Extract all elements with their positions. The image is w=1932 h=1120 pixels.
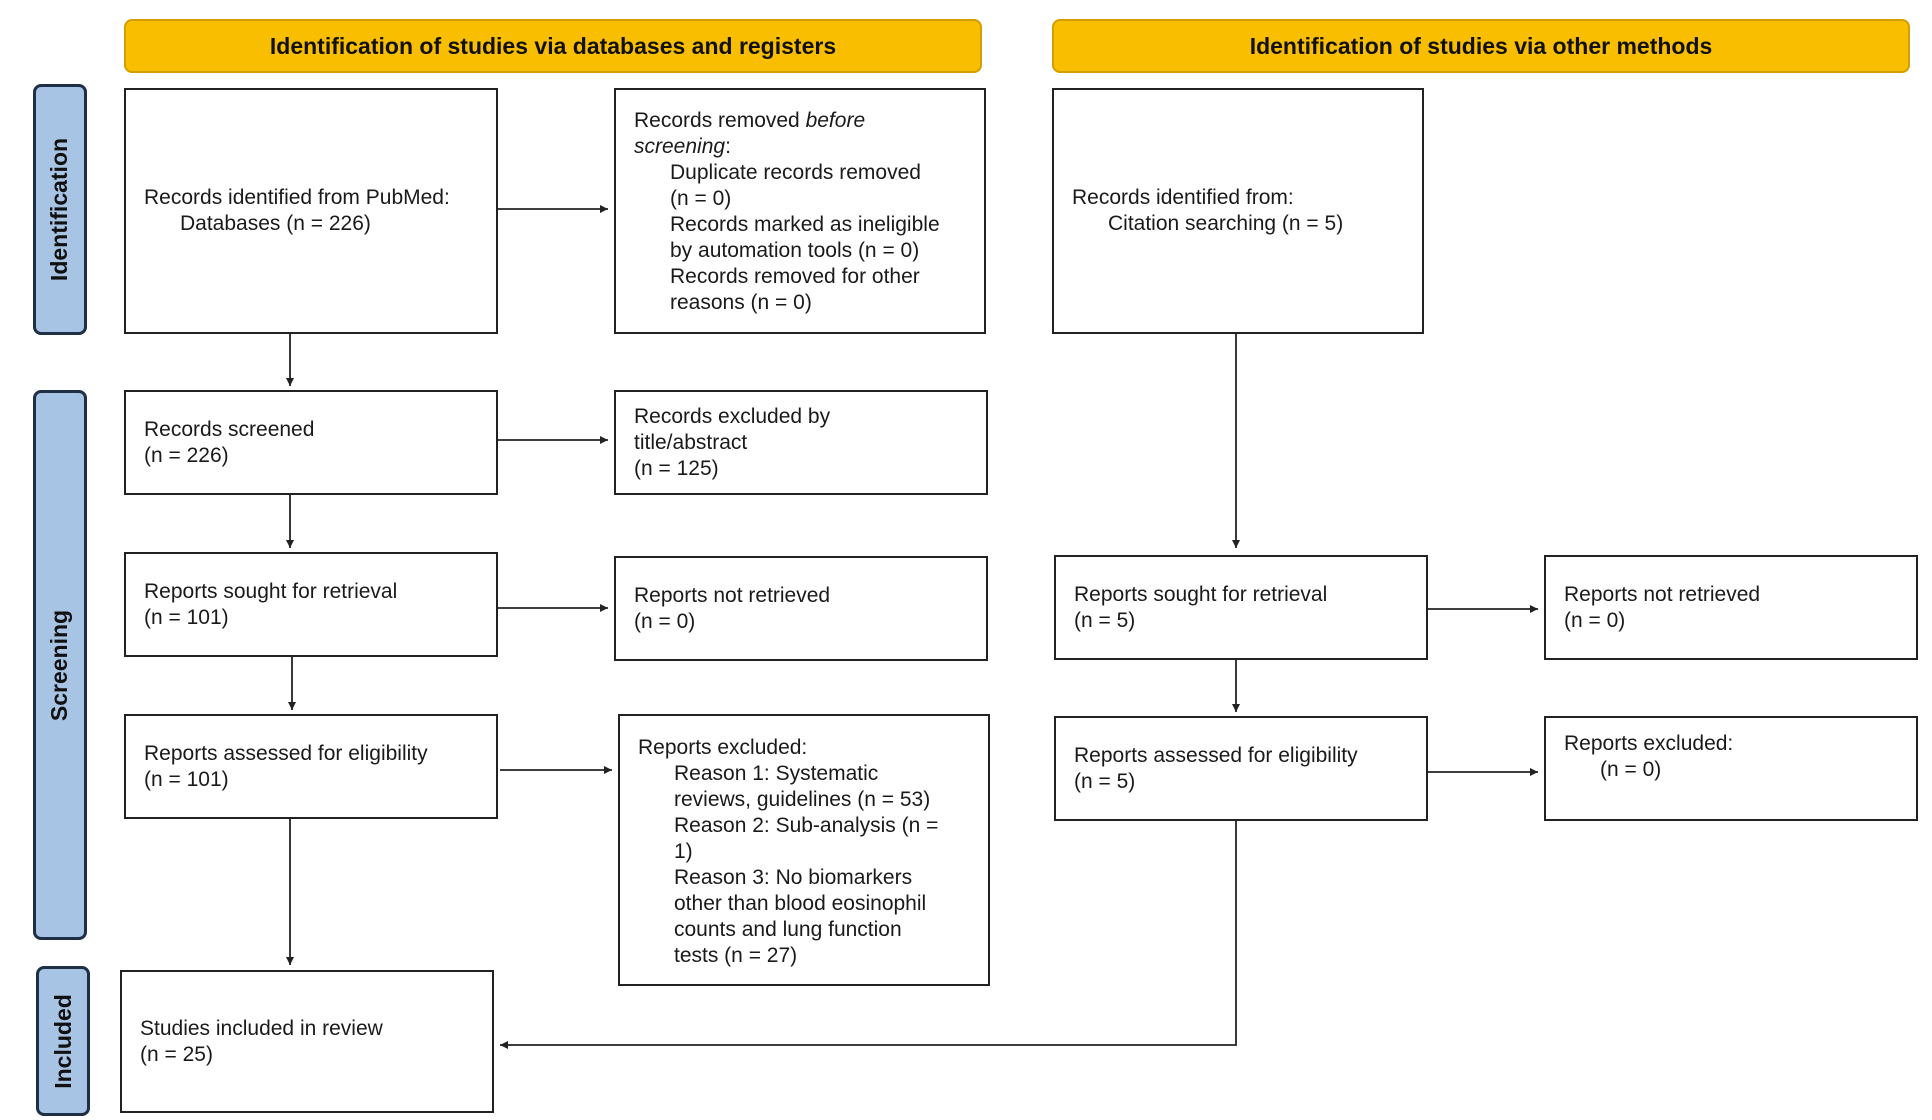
text-line: Records identified from PubMed: [144,186,450,209]
box-reports-assessed: Reports assessed for eligibility (n = 10… [124,714,498,819]
text-line: screening: [634,134,966,160]
text-line: Studies included in review [140,1016,383,1040]
text-line: (n = 5) [1074,608,1136,632]
text-line: Records identified from: [1072,186,1294,209]
box-other-reports-excluded: Reports excluded: (n = 0) [1544,716,1918,821]
text-emphasis: screening [634,135,726,158]
text-line: Records excluded by [634,404,831,428]
phase-included: Included [36,966,90,1116]
text-line: (n = 0) [1564,608,1626,632]
text-segment: Records removed [634,109,806,132]
text-line: Reports sought for retrieval [1074,582,1328,606]
text-line: reasons (n = 0) [670,291,812,314]
text-line: tests (n = 27) [674,944,798,967]
text-line: Records removed for other [670,265,920,288]
arrow-other-assessed-to-included [500,821,1237,1049]
text-line: (n = 101) [144,767,229,791]
text-line: Reason 2: Sub-analysis (n = [674,814,939,837]
text-line: Reports not retrieved [1564,582,1761,606]
text-line: (n = 226) [144,443,229,467]
phase-screening: Screening [33,390,87,940]
text-line: Reports excluded: [1564,732,1734,755]
text-segment: : [725,135,731,158]
box-other-reports-assessed: Reports assessed for eligibility (n = 5) [1054,716,1428,821]
text-line: Citation searching (n = 5) [1108,212,1344,235]
text-line: Reason 1: Systematic [674,762,879,785]
text-line: (n = 101) [144,605,229,629]
text-line: other than blood eosinophil [674,892,927,915]
text-line: reviews, guidelines (n = 53) [674,788,931,811]
text-line: counts and lung function [674,918,902,941]
text-line: Reports assessed for eligibility [1074,743,1358,767]
text-line: Records marked as ineligible [670,213,940,236]
text-line: Reports sought for retrieval [144,579,398,603]
box-reports-not-retrieved: Reports not retrieved (n = 0) [614,556,988,661]
phase-identification: Identification [33,84,87,335]
header-databases: Identification of studies via databases … [124,19,982,73]
text-line: Reports excluded: [638,736,808,759]
text-line: by automation tools (n = 0) [670,239,920,262]
text-line: Duplicate records removed [670,161,921,184]
text-line: 1) [674,840,693,863]
text-line: Reports assessed for eligibility [144,741,428,765]
box-records-identified: Records identified from PubMed: Database… [124,88,498,334]
box-other-records-identified: Records identified from: Citation search… [1052,88,1424,334]
box-studies-included: Studies included in review (n = 25) [120,970,494,1113]
text-line: Databases (n = 226) [180,212,371,235]
box-other-reports-not-retrieved: Reports not retrieved (n = 0) [1544,555,1918,660]
box-records-removed: Records removed before screening: Duplic… [614,88,986,334]
text-line: Reports not retrieved [634,583,831,607]
text-line: Records screened [144,417,315,441]
text-emphasis: before [805,109,866,132]
text-line: (n = 125) [634,456,719,480]
text-line: Reason 3: No biomarkers [674,866,913,889]
text-line: Records removed before [634,108,966,134]
text-line: (n = 0) [670,187,732,210]
text-line: (n = 0) [634,609,696,633]
text-line: title/abstract [634,430,748,454]
header-other-methods: Identification of studies via other meth… [1052,19,1910,73]
text-line: (n = 5) [1074,769,1136,793]
box-records-excluded: Records excluded by title/abstract (n = … [614,390,988,495]
box-reports-sought: Reports sought for retrieval (n = 101) [124,552,498,657]
text-line: (n = 25) [140,1042,213,1066]
box-reports-excluded: Reports excluded: Reason 1: Systematic r… [618,714,990,986]
text-line: (n = 0) [1600,758,1662,781]
box-records-screened: Records screened (n = 226) [124,390,498,495]
box-other-reports-sought: Reports sought for retrieval (n = 5) [1054,555,1428,660]
